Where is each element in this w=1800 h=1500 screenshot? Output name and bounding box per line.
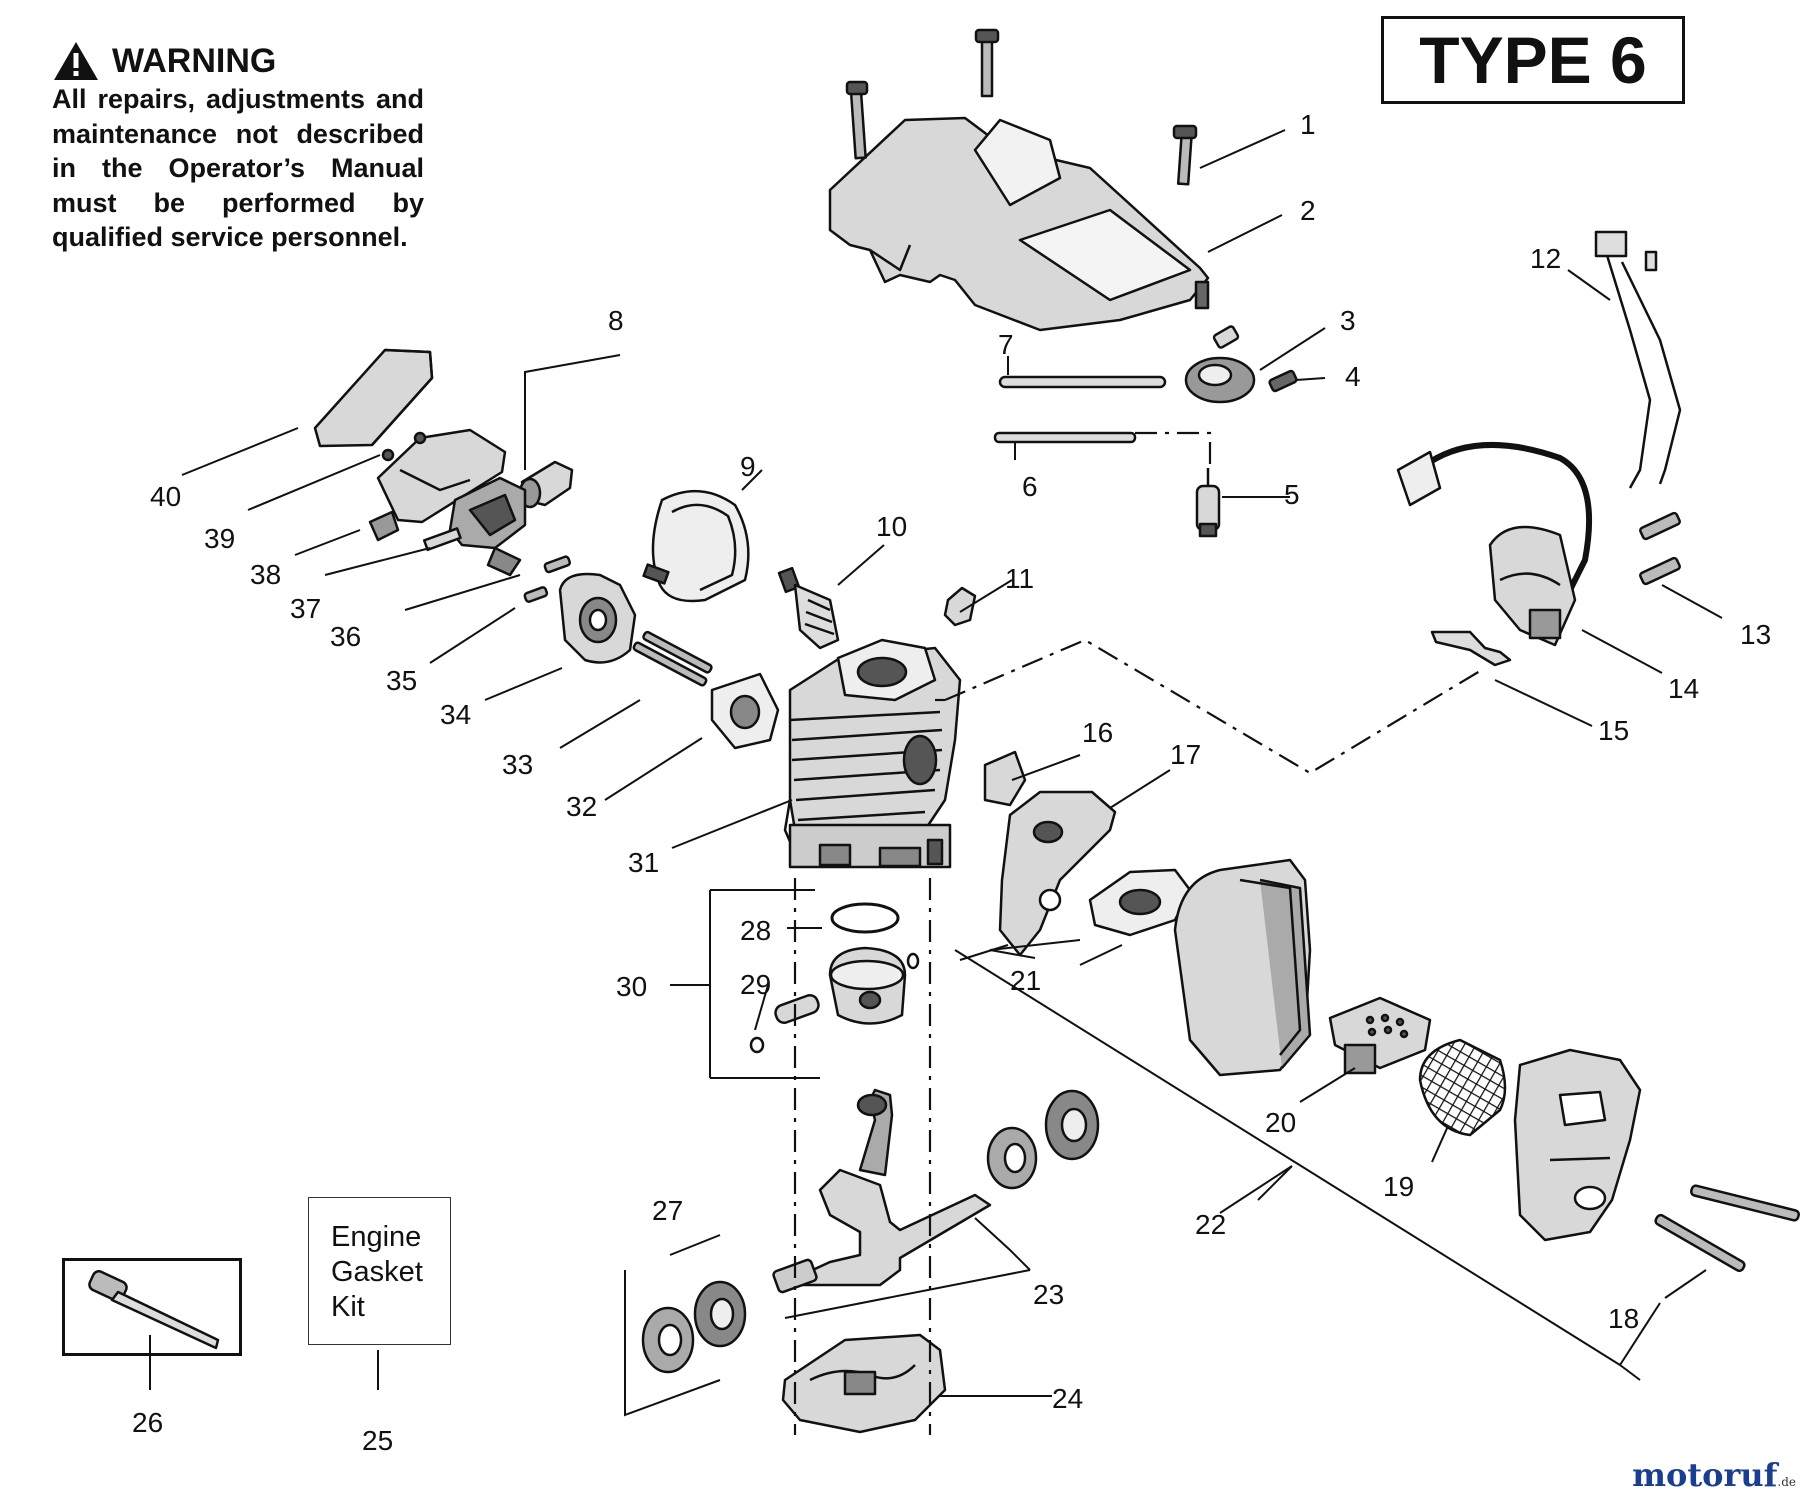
- carb-screw-part: [523, 586, 549, 603]
- air-filter-holder-part: [368, 428, 507, 542]
- callout-23: 23: [1033, 1279, 1064, 1310]
- type-label-box: TYPE 6: [1381, 16, 1685, 104]
- circlip-part: [749, 1036, 765, 1054]
- kit-label-line: Kit: [331, 1291, 365, 1323]
- callout-26: 26: [132, 1407, 163, 1438]
- spark-deflector-part: [1328, 996, 1432, 1075]
- callout-38: 38: [250, 559, 281, 590]
- callout-18: 18: [1608, 1303, 1639, 1334]
- intake-boot-part: [642, 489, 750, 603]
- callout-6: 6: [1022, 471, 1038, 502]
- piston-pin-part: [774, 994, 820, 1024]
- muffler-cover-part: [1513, 1048, 1642, 1242]
- callout-37: 37: [290, 593, 321, 624]
- callout-22: 22: [1195, 1209, 1226, 1240]
- spark-screen-part: [1418, 1038, 1507, 1137]
- callout-35: 35: [386, 665, 417, 696]
- decompression-valve-part: [1184, 325, 1298, 404]
- piston-part: [828, 946, 907, 1025]
- callout-27: 27: [652, 1195, 683, 1226]
- crankcase-bottom-part: [781, 1333, 947, 1434]
- kit-label-line: Gasket: [331, 1256, 423, 1288]
- intake-flange-part: [558, 572, 637, 664]
- callout-40: 40: [150, 481, 181, 512]
- callout-36: 36: [330, 621, 361, 652]
- callout-28: 28: [740, 915, 771, 946]
- callout-15: 15: [1598, 715, 1629, 746]
- scrench-tool-part: [88, 1270, 220, 1350]
- gasket-kit-box: Engine Gasket Kit: [308, 1197, 451, 1345]
- muffler-gasket-part: [1088, 868, 1192, 937]
- carb-screw-part: [543, 555, 571, 574]
- port-seal-part: [983, 750, 1027, 807]
- callout-32: 32: [566, 791, 597, 822]
- top-cover-part: [828, 116, 1210, 332]
- callout-30: 30: [616, 971, 647, 1002]
- kit-label-line: Engine: [331, 1221, 422, 1253]
- callout-1: 1: [1300, 109, 1316, 140]
- muffler-bolt-parts: [1654, 1184, 1800, 1273]
- callout-20: 20: [1265, 1107, 1296, 1138]
- bracket-part: [1430, 630, 1512, 667]
- cover-screw-parts: [845, 28, 1198, 186]
- warning-body: All repairs, adjustments and maintenance…: [52, 84, 424, 252]
- warning-triangle-icon: [54, 42, 98, 80]
- callout-11: 11: [1005, 563, 1034, 594]
- watermark-logo: motoruf.de: [1632, 1456, 1796, 1494]
- ignition-module-part: [1396, 442, 1593, 647]
- callout-3: 3: [1340, 305, 1356, 336]
- callout-25: 25: [362, 1425, 393, 1456]
- callout-33: 33: [502, 749, 533, 780]
- type-label: TYPE 6: [1419, 23, 1647, 97]
- callout-39: 39: [204, 523, 235, 554]
- fuel-filter-part: [1195, 468, 1221, 538]
- callout-14: 14: [1668, 673, 1699, 704]
- warning-title: WARNING: [112, 42, 277, 80]
- heat-shield-part: [998, 790, 1117, 957]
- crank-bearing-left-part: [641, 1280, 747, 1374]
- callout-13: 13: [1740, 619, 1771, 650]
- callout-4: 4: [1345, 361, 1361, 392]
- piston-ring-part: [830, 902, 900, 934]
- callout-leader-lines: [149, 129, 1723, 1417]
- callout-8: 8: [608, 305, 624, 336]
- cylinder-part: [783, 638, 962, 869]
- cylinder-screw-parts: [632, 630, 713, 687]
- ignition-wire-part: [1594, 230, 1682, 489]
- spark-plug-part: [777, 566, 840, 650]
- watermark-tld: .de: [1777, 1475, 1796, 1489]
- callout-21: 21: [1010, 965, 1041, 996]
- callout-16: 16: [1082, 717, 1113, 748]
- callout-31: 31: [628, 847, 659, 878]
- warning-notice: WARNING All repairs, adjustments and mai…: [52, 40, 424, 255]
- circlip-part: [906, 952, 920, 970]
- callout-12: 12: [1530, 243, 1561, 274]
- module-bolt-parts: [1639, 511, 1681, 586]
- callout-17: 17: [1170, 739, 1201, 770]
- watermark-brand: motoruf: [1632, 1456, 1778, 1494]
- carburetor-part: [422, 476, 527, 577]
- muffler-body-part: [1173, 858, 1312, 1077]
- callout-9: 9: [740, 451, 756, 482]
- crank-bearing-right-part: [986, 1089, 1100, 1190]
- callout-24: 24: [1052, 1383, 1083, 1414]
- callout-2: 2: [1300, 195, 1316, 226]
- callout-7: 7: [998, 329, 1014, 360]
- callout-34: 34: [440, 699, 471, 730]
- crankshaft-part: [772, 1088, 992, 1294]
- plug-cap-part: [943, 586, 977, 627]
- callout-19: 19: [1383, 1171, 1414, 1202]
- rod-part-6: [993, 431, 1137, 444]
- callout-10: 10: [876, 511, 907, 542]
- callout-5: 5: [1284, 479, 1300, 510]
- cylinder-gasket-part: [710, 672, 780, 750]
- choke-part: [518, 460, 574, 509]
- rod-part-7: [998, 375, 1167, 389]
- tool-box: [62, 1258, 242, 1356]
- assembly-guide-lines: [793, 431, 1486, 1435]
- callout-29: 29: [740, 969, 771, 1000]
